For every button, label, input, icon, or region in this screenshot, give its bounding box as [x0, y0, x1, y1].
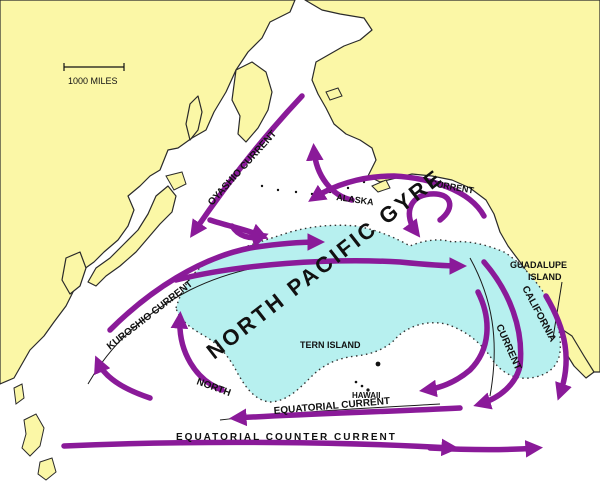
alaska-gyre-west-arrow: [306, 142, 355, 203]
alaska-current-arrow: [308, 173, 487, 219]
scale-bar-label: 1000 MILES: [68, 76, 118, 86]
scale-bar: 1000 MILES: [63, 63, 125, 86]
guadalupe-label-line-2: ISLAND: [528, 272, 562, 282]
alaska-peninsula-islands: [371, 179, 391, 193]
kuroshio-arrow: [107, 233, 326, 333]
japan-islands: [87, 185, 177, 287]
equatorial-counter-arrow: [61, 438, 460, 457]
alaska-small-arrow: [229, 223, 269, 248]
guadalupe-label-line-1: GUADALUPE: [510, 260, 567, 270]
alaska-loop-arrow: [402, 191, 453, 238]
hawaii-label: HAWAII: [352, 391, 380, 400]
kamchatka-peninsula: [231, 61, 273, 143]
california-current-arrow: [473, 259, 524, 410]
equatorial-counter-current-label: EQUATORIAL COUNTER CURRENT: [176, 432, 397, 443]
north-equatorial-arrow: [228, 405, 463, 427]
north-pacific-drift-arrow: [173, 257, 468, 283]
taiwan-island: [13, 383, 25, 405]
california-coastal-arrow: [543, 293, 572, 401]
gyre-west-return-arrow: [170, 310, 225, 393]
hokkaido-island: [165, 171, 187, 191]
tern-island-label: TERN ISLAND: [300, 340, 361, 350]
philippines-south-island: [37, 457, 57, 481]
california-guide-line: [469, 257, 495, 397]
california-inner-arrow: [419, 289, 490, 398]
philippines-islands: [21, 413, 45, 457]
sakhalin-island: [185, 95, 203, 141]
kuroshio-west-arrow: [94, 355, 153, 401]
oyashio-arrow: [190, 93, 305, 238]
current-arrows: [61, 93, 572, 458]
tern-island-marker: [375, 361, 381, 367]
equatorial-counter-east-arrow: [427, 440, 544, 458]
st-lawrence-island: [325, 87, 343, 101]
guadalupe-pointer-line: [552, 281, 563, 339]
korean-peninsula: [61, 251, 87, 295]
hawaii-islands: [354, 380, 370, 392]
